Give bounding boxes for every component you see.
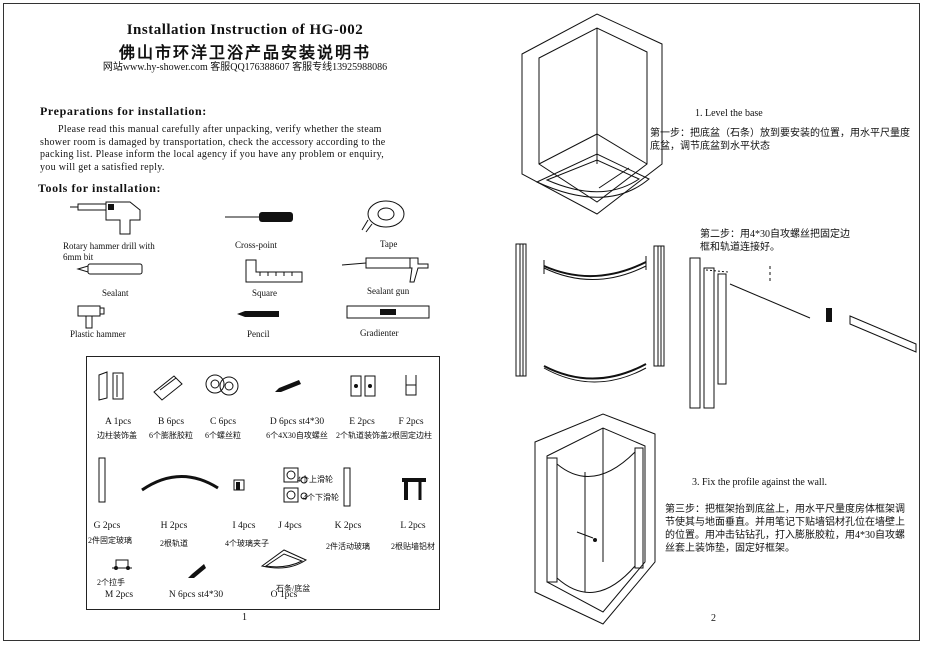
part-n-label: N 6pcs st4*30 bbox=[168, 590, 224, 600]
part-e-cover-icon bbox=[350, 375, 376, 397]
part-j-roller-icon bbox=[283, 467, 308, 503]
tool-label-tape: Tape bbox=[380, 239, 398, 249]
part-e-cn: 2个轨道装饰盖 bbox=[336, 431, 388, 440]
part-l-profile-icon bbox=[402, 478, 426, 500]
tool-label-drill-bit: 6mm bit bbox=[63, 252, 94, 262]
part-c-cap-icon bbox=[205, 374, 239, 396]
tools-heading: Tools for installation: bbox=[38, 181, 162, 195]
parts-list-box bbox=[86, 356, 440, 610]
part-l-label: L 2pcs bbox=[400, 521, 426, 531]
part-f-label: F 2pcs bbox=[398, 417, 424, 427]
part-j-label: J 4pcs bbox=[278, 521, 302, 531]
preparations-line: Please read this manual carefully after … bbox=[58, 124, 382, 135]
page-number-right: 2 bbox=[711, 613, 716, 624]
document-title: Installation Instruction of HG-002 bbox=[126, 22, 364, 38]
preparations-line: you will get a satisfied reply. bbox=[40, 161, 165, 173]
screwdriver-icon bbox=[225, 212, 293, 222]
part-k-glass-icon bbox=[343, 467, 351, 507]
part-a-label: A 1pcs bbox=[104, 417, 132, 427]
contact-line: 网站www.hy-shower.com 客服QQ176388607 客服专线13… bbox=[102, 62, 388, 73]
pencil-icon bbox=[237, 311, 279, 317]
part-d-label: D 6pcs st4*30 bbox=[269, 417, 325, 427]
part-g-glass-icon bbox=[98, 457, 106, 503]
part-j-note-bottom: 4个下滑轮 bbox=[303, 493, 339, 502]
preparations-text: Please read this manual carefully after … bbox=[40, 124, 432, 174]
part-g-label: G 2pcs bbox=[93, 521, 121, 531]
step1-title: 1. Level the base bbox=[695, 108, 763, 119]
preparations-line: shower room is damaged by transportation… bbox=[40, 136, 386, 148]
part-i-cn: 4个玻璃夹子 bbox=[225, 539, 269, 548]
part-f-post-icon bbox=[405, 375, 417, 396]
preparations-heading: Preparations for installation: bbox=[40, 104, 207, 118]
part-h-track-icon bbox=[141, 475, 219, 492]
part-l-cn: 2根贴墙铝材 bbox=[391, 542, 435, 551]
part-n-screw-icon bbox=[188, 564, 206, 578]
part-o-tray-icon bbox=[260, 549, 308, 569]
part-h-cn: 2根轨道 bbox=[160, 539, 188, 548]
part-g-cn: 2件固定玻璃 bbox=[88, 536, 132, 545]
tool-label-sealant-gun: Sealant gun bbox=[367, 286, 410, 296]
step3-illustration bbox=[534, 413, 656, 625]
tool-label-gradienter: Gradienter bbox=[360, 328, 399, 338]
part-k-label: K 2pcs bbox=[334, 521, 362, 531]
part-f-cn: 2根固定边柱 bbox=[388, 431, 432, 440]
part-m-cn: 2个拉手 bbox=[97, 578, 125, 587]
part-b-label: B 6pcs bbox=[157, 417, 185, 427]
part-d-screw-icon bbox=[275, 380, 301, 392]
sealant-gun-icon bbox=[341, 257, 429, 283]
sealant-icon bbox=[76, 263, 143, 275]
step2-detail-illustration bbox=[689, 257, 917, 409]
tool-label-drill: Rotary hammer drill with bbox=[63, 241, 155, 251]
tool-label-screwdriver: Cross-point bbox=[235, 240, 278, 250]
level-icon bbox=[346, 305, 430, 319]
step2-illustration bbox=[515, 243, 665, 383]
step3-title: 3. Fix the profile against the wall. bbox=[692, 477, 827, 488]
part-a-cover-icon bbox=[98, 371, 124, 401]
part-o-cn: 石条/底盆 bbox=[276, 584, 311, 593]
part-b-cn: 6个膨胀胶粒 bbox=[149, 431, 193, 440]
part-j-note-top: 4个上滑轮 bbox=[297, 475, 333, 484]
part-m-handle-icon bbox=[112, 559, 132, 570]
step1-text: 第一步：把底盆（石条）放到要安装的位置，用水平尺量度底盆，调节底盆到水平状态 bbox=[650, 128, 910, 152]
tape-icon bbox=[361, 200, 405, 233]
hammer-icon bbox=[77, 305, 105, 329]
page-number-left: 1 bbox=[242, 612, 247, 623]
part-m-label: M 2pcs bbox=[104, 590, 134, 600]
part-i-clamp-icon bbox=[233, 479, 245, 491]
part-h-label: H 2pcs bbox=[160, 521, 188, 531]
page-frame bbox=[3, 3, 920, 641]
part-i-label: I 4pcs bbox=[232, 521, 256, 531]
tool-label-hammer: Plastic hammer bbox=[70, 329, 126, 339]
part-a-cn: 边柱装饰盖 bbox=[97, 431, 137, 440]
part-e-label: E 2pcs bbox=[349, 417, 375, 427]
preparations-line: packing list. Please inform the local ag… bbox=[40, 149, 385, 161]
square-icon bbox=[245, 259, 303, 283]
part-b-plug-icon bbox=[153, 375, 183, 401]
tool-label-square: Square bbox=[252, 288, 277, 298]
drill-icon bbox=[70, 201, 141, 235]
part-c-label: C 6pcs bbox=[209, 417, 237, 427]
step3-text: 第三步：把框架抬到底盆上，用水平尺量度房体框架调节使其与地面垂直。并用笔记下贴墙… bbox=[665, 504, 905, 554]
part-o-label: O 1pcs bbox=[270, 590, 298, 600]
part-k-cn: 2件活动玻璃 bbox=[326, 542, 370, 551]
tool-label-pencil: Pencil bbox=[247, 329, 270, 339]
document-title-cn: 佛山市环洋卫浴产品安装说明书 bbox=[118, 45, 371, 62]
step2-text: 第二步：用4*30自攻螺丝把固定边框和轨道连接好。 bbox=[700, 229, 850, 253]
part-c-cn: 6个螺丝粒 bbox=[205, 431, 241, 440]
step1-illustration bbox=[521, 13, 663, 215]
tool-label-sealant: Sealant bbox=[102, 288, 129, 298]
part-d-cn: 6个4X30自攻螺丝 bbox=[266, 431, 328, 440]
